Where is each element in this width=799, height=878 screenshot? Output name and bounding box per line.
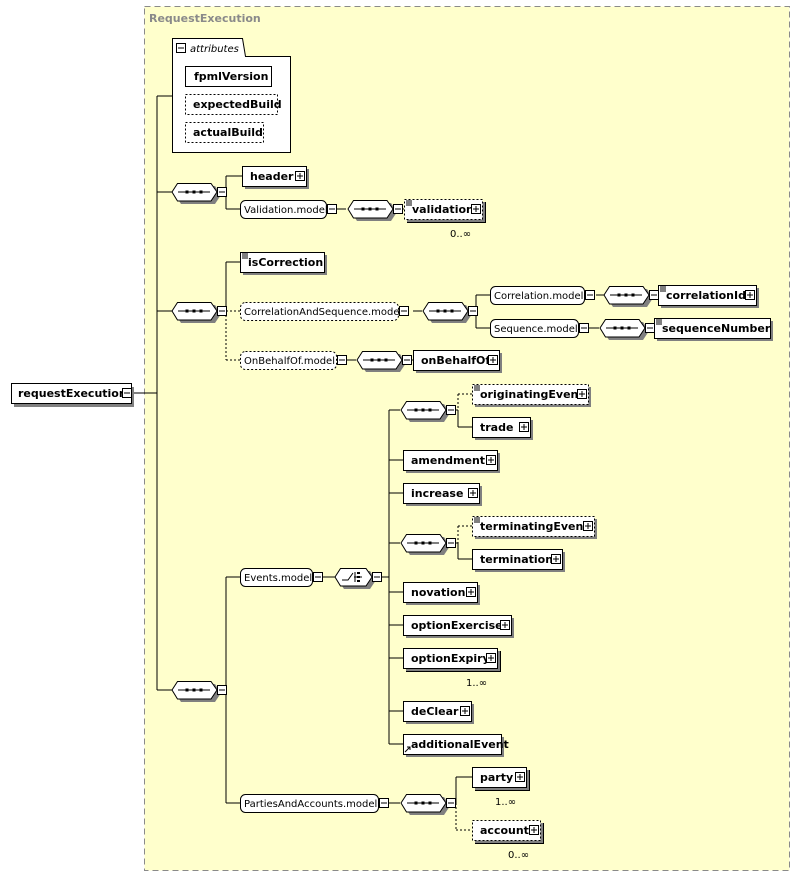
- element-isCorrection[interactable]: isCorrection: [240, 252, 328, 276]
- element-header[interactable]: header: [242, 166, 310, 190]
- element-sequenceNumber[interactable]: sequenceNumber: [654, 318, 774, 342]
- element-optionExpiry[interactable]: optionExpiry: [403, 648, 501, 672]
- group-on-behalf-of-model[interactable]: OnBehalfOf.model: [240, 351, 347, 370]
- group-sequence-model[interactable]: Sequence.model: [490, 319, 589, 338]
- attribute-expectedBuild[interactable]: [185, 94, 278, 115]
- element-isCorrection-label: isCorrection: [248, 256, 323, 269]
- group-correlation-and-sequence-model[interactable]: CorrelationAndSequence.model: [240, 302, 409, 321]
- element-increase-label: increase: [411, 487, 463, 500]
- attribute-actualBuild-label: actualBuild: [193, 126, 263, 139]
- group-correlation-and-sequence-model-label: CorrelationAndSequence.model: [244, 307, 402, 318]
- sequence-sequence[interactable]: [599, 319, 655, 341]
- element-party-label: party: [480, 771, 513, 784]
- element-terminatingEvent-label: terminatingEvent: [480, 520, 589, 533]
- element-sequenceNumber-label: sequenceNumber: [662, 322, 771, 335]
- group-events-model-label: Events.model: [244, 573, 312, 584]
- sequence-parties-and-accounts[interactable]: [400, 794, 456, 816]
- element-deClear[interactable]: deClear: [403, 701, 475, 725]
- element-amendment[interactable]: amendment: [403, 450, 501, 474]
- element-additionalEvent[interactable]: additionalEvent: [403, 734, 509, 758]
- group-on-behalf-of-model-label: OnBehalfOf.model: [244, 356, 335, 367]
- element-validation-label: validation: [412, 203, 474, 216]
- element-account-label: account: [480, 824, 529, 837]
- group-validation-model-label: Validation.model: [244, 205, 328, 216]
- element-onBehalfOf[interactable]: onBehalfOf: [413, 350, 503, 374]
- element-termination-label: termination: [480, 553, 553, 566]
- sequence-terminating[interactable]: [400, 534, 456, 556]
- compositors: [171, 183, 659, 816]
- element-correlationId[interactable]: correlationId: [658, 285, 760, 309]
- element-originatingEvent-label: originatingEvent: [480, 388, 584, 401]
- element-trade-label: trade: [480, 421, 513, 434]
- element-additionalEvent-label: additionalEvent: [411, 738, 509, 751]
- sequence-on-behalf-of[interactable]: [356, 351, 412, 373]
- element-validation[interactable]: validation: [404, 199, 486, 223]
- validation-occurrence: 0..∞: [450, 229, 471, 240]
- element-originatingEvent[interactable]: originatingEvent: [472, 384, 592, 408]
- sequence-header-group[interactable]: [171, 183, 227, 205]
- account-occurrence: 0..∞: [508, 850, 529, 861]
- group-parties-and-accounts-model[interactable]: PartiesAndAccounts.model: [240, 794, 389, 813]
- group-correlation-model-label: Correlation.model: [494, 291, 583, 302]
- group-events-model[interactable]: Events.model: [240, 568, 323, 587]
- group-parties-and-accounts-model-label: PartiesAndAccounts.model: [244, 799, 377, 810]
- attribute-fpmlVersion-label: fpmlVersion: [194, 70, 268, 83]
- element-novation-label: novation: [411, 586, 465, 599]
- element-onBehalfOf-label: onBehalfOf: [421, 354, 490, 367]
- optionExpiry-occurrence: 1..∞: [466, 678, 487, 689]
- sequence-correlation-and-sequence[interactable]: [422, 302, 478, 324]
- sequence-events-group[interactable]: [171, 681, 227, 703]
- element-deClear-label: deClear: [411, 705, 459, 718]
- attribute-fpmlVersion[interactable]: [185, 66, 272, 87]
- element-trade[interactable]: trade: [472, 417, 534, 441]
- element-correlationId-label: correlationId: [666, 289, 746, 302]
- party-occurrence: 1..∞: [495, 797, 516, 808]
- sequence-originating[interactable]: [400, 401, 456, 423]
- element-account[interactable]: account: [472, 820, 544, 844]
- root-element-node[interactable]: requestExecution: [11, 383, 135, 408]
- element-amendment-label: amendment: [411, 454, 485, 467]
- sequence-correction-group[interactable]: [171, 302, 227, 324]
- element-terminatingEvent[interactable]: terminatingEvent: [472, 516, 598, 540]
- element-optionExercise[interactable]: optionExercise: [403, 615, 515, 639]
- root-element-label: requestExecution: [18, 387, 127, 400]
- element-optionExpiry-label: optionExpiry: [411, 652, 490, 665]
- attribute-actualBuild[interactable]: [185, 122, 264, 143]
- group-title: RequestExecution: [149, 12, 261, 25]
- attribute-expectedBuild-label: expectedBuild: [193, 98, 282, 111]
- group-validation-model[interactable]: Validation.model: [240, 200, 337, 219]
- element-party[interactable]: party: [472, 767, 530, 791]
- sequence-validation[interactable]: [347, 200, 403, 222]
- attributes-panel: attributes fpmlVersion expectedBuild act…: [172, 38, 291, 153]
- group-correlation-model[interactable]: Correlation.model: [490, 286, 595, 305]
- sequence-correlation[interactable]: [603, 286, 659, 308]
- element-header-label: header: [250, 170, 294, 183]
- attributes-label: attributes: [190, 44, 239, 55]
- element-termination[interactable]: termination: [472, 549, 566, 573]
- element-optionExercise-label: optionExercise: [411, 619, 503, 632]
- element-novation[interactable]: novation: [403, 582, 481, 606]
- choice-events[interactable]: [334, 568, 382, 590]
- element-increase[interactable]: increase: [403, 483, 483, 507]
- group-sequence-model-label: Sequence.model: [494, 324, 578, 335]
